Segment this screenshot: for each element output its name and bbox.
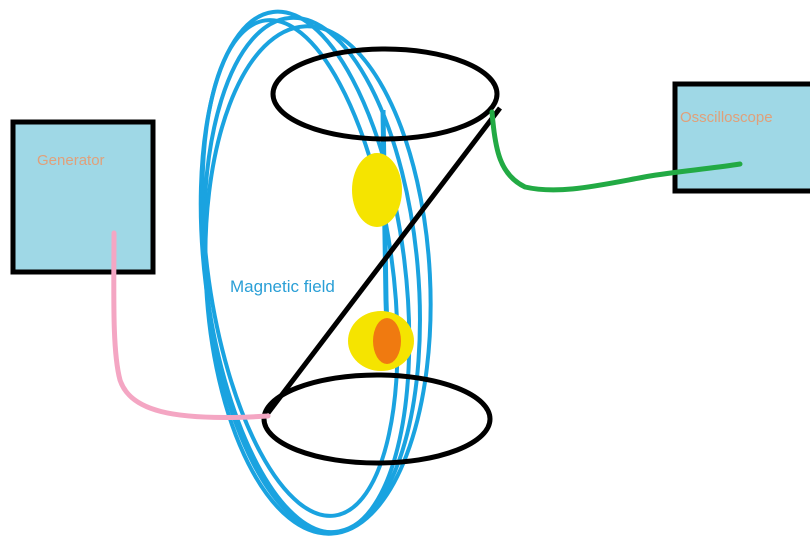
top-ring xyxy=(270,46,500,142)
coil-diagonal xyxy=(266,106,502,415)
field-loop-3 xyxy=(203,24,433,536)
upper-magnet xyxy=(352,153,402,227)
bottom-ring xyxy=(261,372,493,466)
hot-spot xyxy=(373,318,401,364)
magnetic-field-label: Magnetic field xyxy=(230,277,335,296)
oscilloscope-label: Osscilloscope xyxy=(680,109,773,126)
generator-box xyxy=(10,119,156,275)
generator-wire xyxy=(111,230,271,420)
generator-label: Generator xyxy=(37,152,105,169)
oscilloscope-box xyxy=(672,81,810,194)
coil xyxy=(261,46,502,466)
oscilloscope-wire xyxy=(489,109,743,193)
